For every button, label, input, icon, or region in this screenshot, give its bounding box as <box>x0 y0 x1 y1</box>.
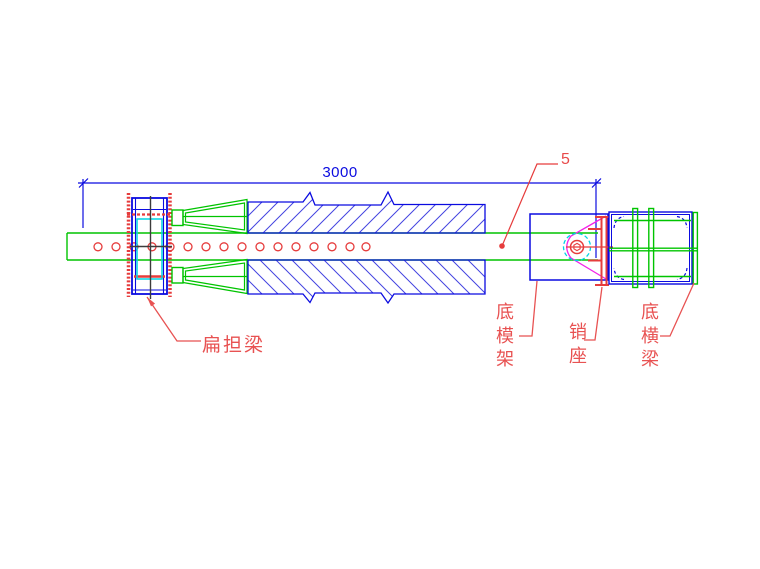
bottom-formwork-frame-box <box>529 213 613 281</box>
bottom-gusset <box>182 258 248 295</box>
leader-pin-seat <box>584 286 603 341</box>
leader-bottom-formwork-frame <box>519 280 538 337</box>
cross-beam-green-ribs <box>609 207 699 289</box>
bottom-cross-beam-component <box>608 207 699 289</box>
label-bottom-formwork-frame: 底模架 <box>496 302 514 369</box>
label-bottom-cross-beam: 底横梁 <box>641 302 659 369</box>
leader-bottom-cross-beam <box>660 282 695 337</box>
dim-tick-right <box>591 178 602 188</box>
label-pin-seat: 销座 <box>569 322 587 366</box>
pin-hex <box>573 242 581 252</box>
dimension-text: 3000 <box>322 164 358 181</box>
top-gusset <box>182 198 248 235</box>
flat-carrying-beam-component <box>126 193 184 299</box>
pin-seat-assembly <box>588 216 609 286</box>
leader-flat-carrying-beam <box>146 296 201 342</box>
hatched-beam-section <box>247 190 486 305</box>
leader-arrowhead <box>147 297 156 307</box>
callout-5-text: 5 <box>561 151 570 168</box>
label-flat-carrying-beam: 扁担梁 <box>202 335 266 356</box>
dimension-3000 <box>78 178 602 258</box>
centerline-cross <box>130 196 172 299</box>
callout-5-leader <box>499 163 558 249</box>
dim-tick-left <box>78 178 89 188</box>
label-leaders <box>146 280 695 342</box>
